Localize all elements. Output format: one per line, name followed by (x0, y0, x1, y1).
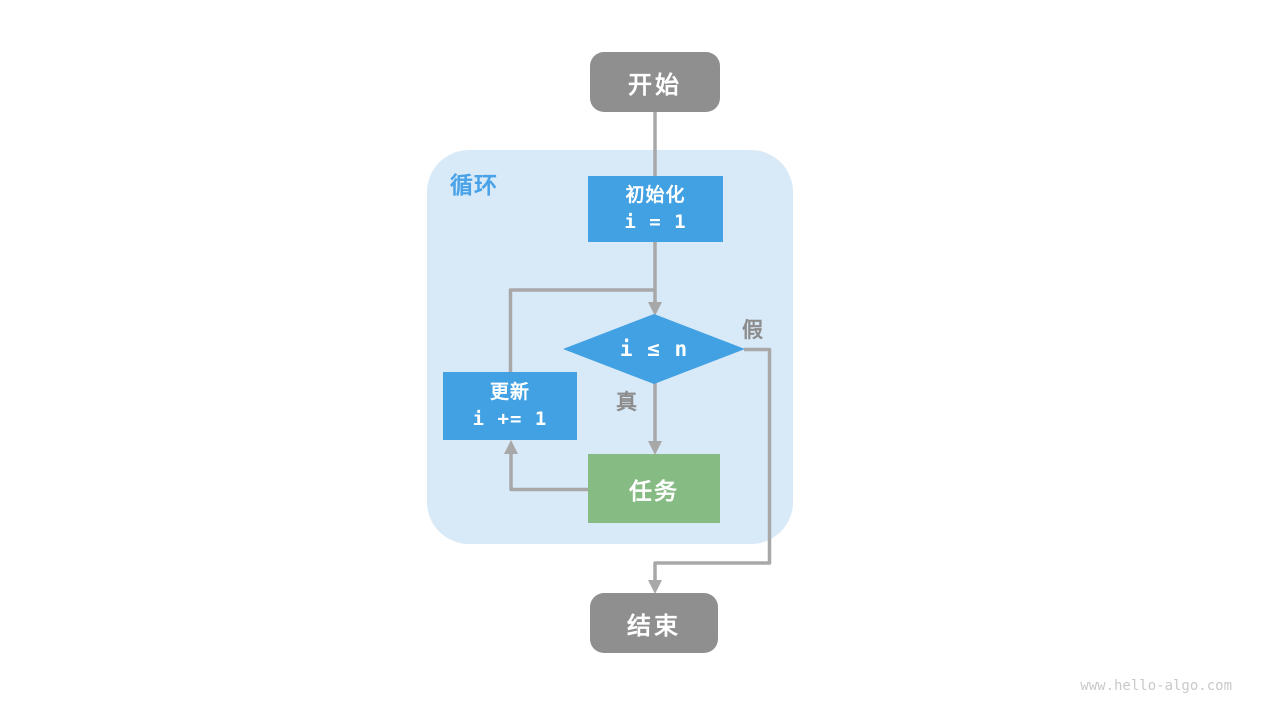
edge-label-false: 假 (742, 319, 763, 342)
node-update-code: i += 1 (472, 408, 548, 430)
edge-task-update (509, 454, 588, 492)
watermark: www.hello-algo.com (1080, 678, 1232, 694)
node-start-label: 开始 (628, 71, 682, 99)
node-condition-code: i ≤ n (619, 337, 689, 361)
node-end-label: 结束 (627, 612, 681, 640)
node-init-code: i = 1 (624, 211, 687, 233)
node-task: 任务 (588, 454, 720, 523)
arrowhead-into-task (648, 441, 662, 455)
node-end: 结束 (590, 593, 718, 653)
arrowhead-into-update (504, 440, 518, 454)
node-task-label: 任务 (629, 477, 679, 504)
edge-label-true: 真 (616, 391, 637, 414)
arrowhead-into-end (648, 580, 662, 594)
arrowhead-into-condition (648, 302, 662, 316)
node-update: 更新 i += 1 (443, 372, 577, 440)
loop-region-label: 循环 (450, 172, 498, 198)
node-init: 初始化 i = 1 (588, 176, 723, 242)
node-update-label: 更新 (489, 382, 530, 403)
node-start: 开始 (590, 52, 720, 112)
edge-update-loopback (508, 288, 655, 373)
edge-condition-end (653, 347, 772, 580)
node-init-label: 初始化 (625, 185, 686, 206)
